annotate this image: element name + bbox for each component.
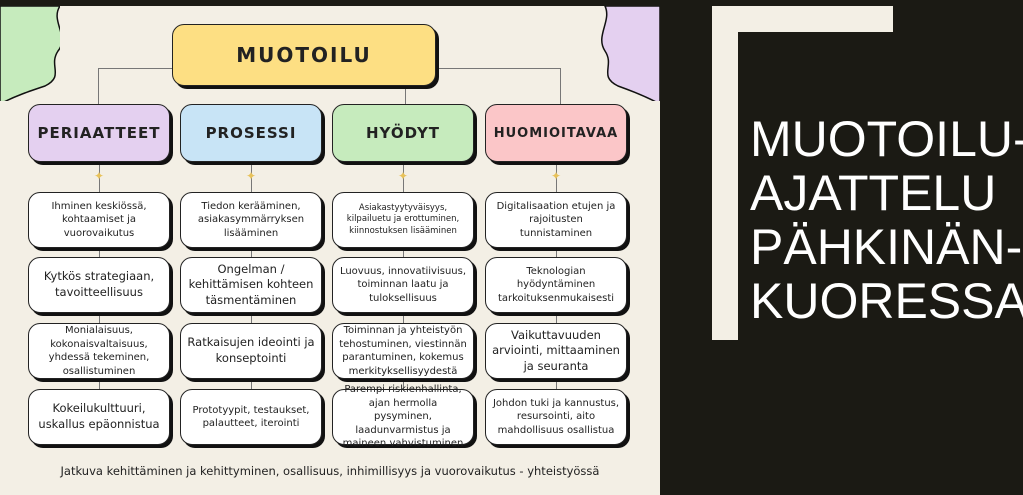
category-header: PERIAATTEET — [28, 104, 170, 162]
diagram-panel: MUOTOILU ✦ PERIAATTEET Ihminen keskiössä, … — [0, 6, 660, 495]
detail-card: Kokeilukulttuuri, uskallus epäonnistua — [28, 389, 170, 445]
detail-card: Digitalisaation etujen ja rajoitusten tu… — [485, 192, 627, 248]
detail-card: Asiakastyytyväisyys, kilpailuetu ja erot… — [332, 192, 474, 248]
sparkle-icon: ✦ — [398, 169, 409, 183]
category-header: PROSESSI — [180, 104, 322, 162]
detail-card: Prototyypit, testaukset, palautteet, ite… — [180, 389, 322, 445]
bracket-decoration — [712, 6, 893, 32]
category-header: HUOMIOITAVAA — [485, 104, 627, 162]
detail-card: Parempi riskienhallinta, ajan hermolla p… — [332, 384, 474, 449]
green-blob-decoration — [0, 6, 60, 101]
detail-card: Ongelman / kehittämisen kohteen täsmentä… — [180, 257, 322, 313]
detail-card: Johdon tuki ja kannustus, resursointi, a… — [485, 389, 627, 445]
connector — [560, 68, 561, 104]
detail-card: Toiminnan ja yhteistyön tehostuminen, vi… — [332, 323, 474, 379]
detail-card: Kytkös strategiaan, tavoitteellisuus — [28, 257, 170, 313]
title-line: PÄHKINÄN- — [750, 219, 1023, 275]
bracket-decoration — [712, 6, 738, 340]
connector — [98, 68, 99, 104]
purple-blob-decoration — [601, 6, 660, 101]
footer-text: Jatkuva kehittäminen ja kehittyminen, os… — [60, 464, 600, 478]
detail-card: Teknologian hyödyntäminen tarkoituksenmu… — [485, 257, 627, 313]
sparkle-icon: ✦ — [94, 169, 105, 183]
title-line: KUORESSA — [750, 273, 1023, 329]
detail-card: Ihminen keskiössä, kohtaamiset ja vuorov… — [28, 192, 170, 248]
sparkle-icon: ✦ — [551, 169, 562, 183]
connector — [405, 86, 406, 104]
detail-card: Luovuus, innovatiivisuus, toiminnan laat… — [332, 257, 474, 313]
root-node: MUOTOILU — [172, 24, 436, 86]
category-header: HYÖDYT — [332, 104, 474, 162]
detail-card: Vaikuttavuuden arviointi, mittaaminen ja… — [485, 323, 627, 379]
detail-card: Monialaisuus, kokonaisvaltaisuus, yhdess… — [28, 323, 170, 379]
title-line: MUOTOILU- — [750, 111, 1023, 167]
detail-card: Ratkaisujen ideointi ja konseptointi — [180, 323, 322, 379]
detail-card: Tiedon kerääminen, asiakasymmärryksen li… — [180, 192, 322, 248]
sparkle-icon: ✦ — [246, 169, 257, 183]
title-line: AJATTELU — [750, 165, 997, 221]
page-title: MUOTOILU- AJATTELU PÄHKINÄN- KUORESSA — [750, 112, 1023, 328]
